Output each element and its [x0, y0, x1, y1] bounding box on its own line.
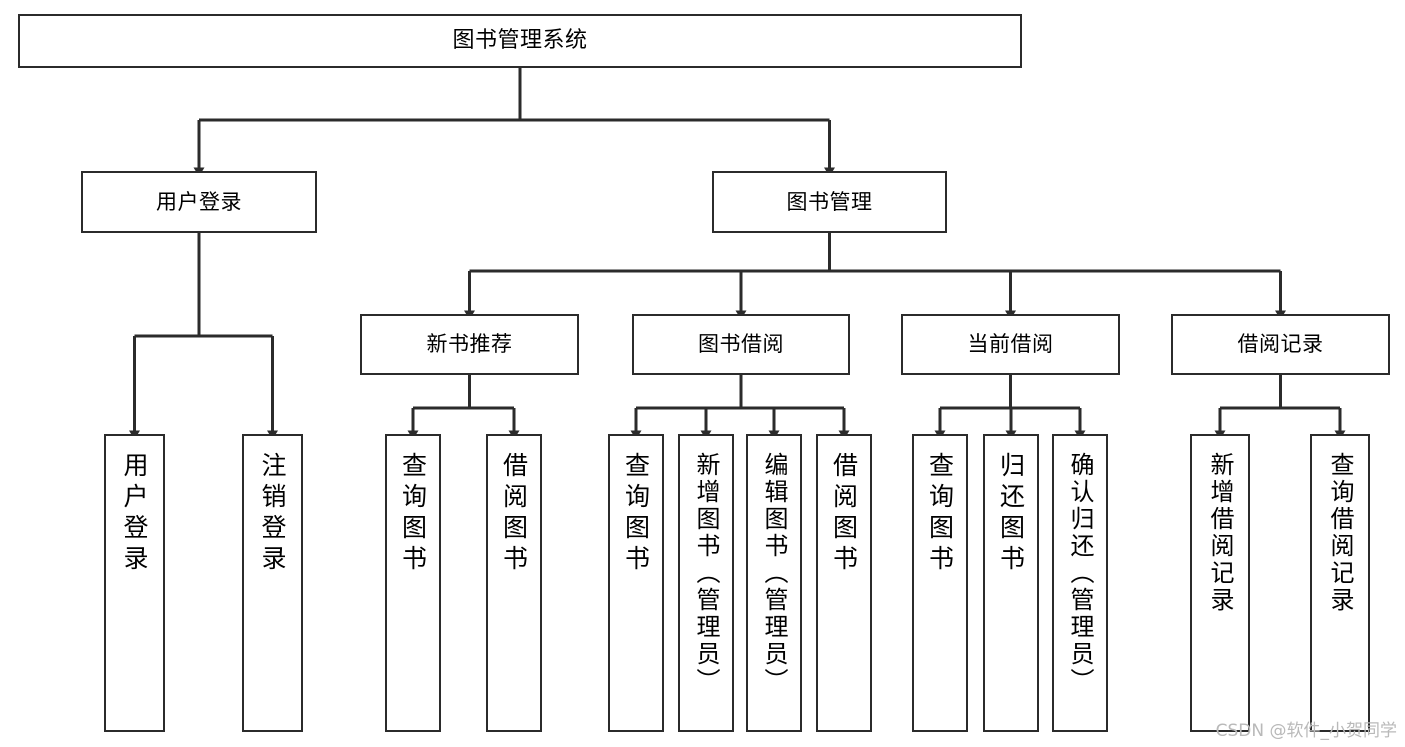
- node-leaf-cb-return[interactable]: 归还图书: [983, 434, 1039, 732]
- node-label: 注销登录: [258, 452, 287, 576]
- node-leaf-user-logout[interactable]: 注销登录: [242, 434, 303, 732]
- node-leaf-br-add[interactable]: 新增借阅记录: [1190, 434, 1250, 732]
- node-label: 新增图书（管理员）: [692, 452, 720, 695]
- node-label: 借阅图书: [499, 452, 529, 576]
- node-leaf-rec-query[interactable]: 查询图书: [385, 434, 441, 732]
- node-leaf-bb-edit[interactable]: 编辑图书（管理员）: [746, 434, 802, 732]
- node-root[interactable]: 图书管理系统: [18, 14, 1022, 68]
- node-label: 编辑图书（管理员）: [760, 452, 788, 695]
- node-leaf-bb-borrow[interactable]: 借阅图书: [816, 434, 872, 732]
- node-label: 查询图书: [398, 452, 428, 576]
- node-label: 查询借阅记录: [1326, 452, 1354, 614]
- node-leaf-br-query[interactable]: 查询借阅记录: [1310, 434, 1370, 732]
- node-label: 图书管理: [786, 189, 873, 214]
- node-leaf-user-login[interactable]: 用户登录: [104, 434, 165, 732]
- node-current-borrow[interactable]: 当前借阅: [901, 314, 1120, 375]
- node-label: 借阅图书: [829, 452, 859, 576]
- node-leaf-bb-query[interactable]: 查询图书: [608, 434, 664, 732]
- node-leaf-cb-confirm[interactable]: 确认归还（管理员）: [1052, 434, 1108, 732]
- node-borrow-record[interactable]: 借阅记录: [1171, 314, 1390, 375]
- node-label: 用户登录: [120, 452, 149, 576]
- node-user-login[interactable]: 用户登录: [81, 171, 317, 233]
- node-new-book-rec[interactable]: 新书推荐: [360, 314, 579, 375]
- node-book-borrow[interactable]: 图书借阅: [632, 314, 850, 375]
- node-leaf-cb-query[interactable]: 查询图书: [912, 434, 968, 732]
- node-label: 确认归还（管理员）: [1066, 452, 1094, 695]
- node-book-manage[interactable]: 图书管理: [712, 171, 947, 233]
- node-label: 查询图书: [621, 452, 651, 576]
- node-label: 归还图书: [996, 452, 1026, 576]
- node-label: 查询图书: [925, 452, 955, 576]
- node-leaf-bb-add[interactable]: 新增图书（管理员）: [678, 434, 734, 732]
- node-label: 用户登录: [156, 189, 242, 214]
- watermark-text: CSDN @软件_小贺同学: [1215, 721, 1397, 741]
- node-label: 当前借阅: [967, 332, 1054, 357]
- node-label: 新书推荐: [426, 332, 513, 357]
- node-label: 图书借阅: [698, 332, 784, 357]
- node-label: 新增借阅记录: [1206, 452, 1234, 614]
- node-leaf-rec-borrow[interactable]: 借阅图书: [486, 434, 542, 732]
- node-label: 借阅记录: [1237, 332, 1324, 357]
- node-label: 图书管理系统: [452, 28, 588, 54]
